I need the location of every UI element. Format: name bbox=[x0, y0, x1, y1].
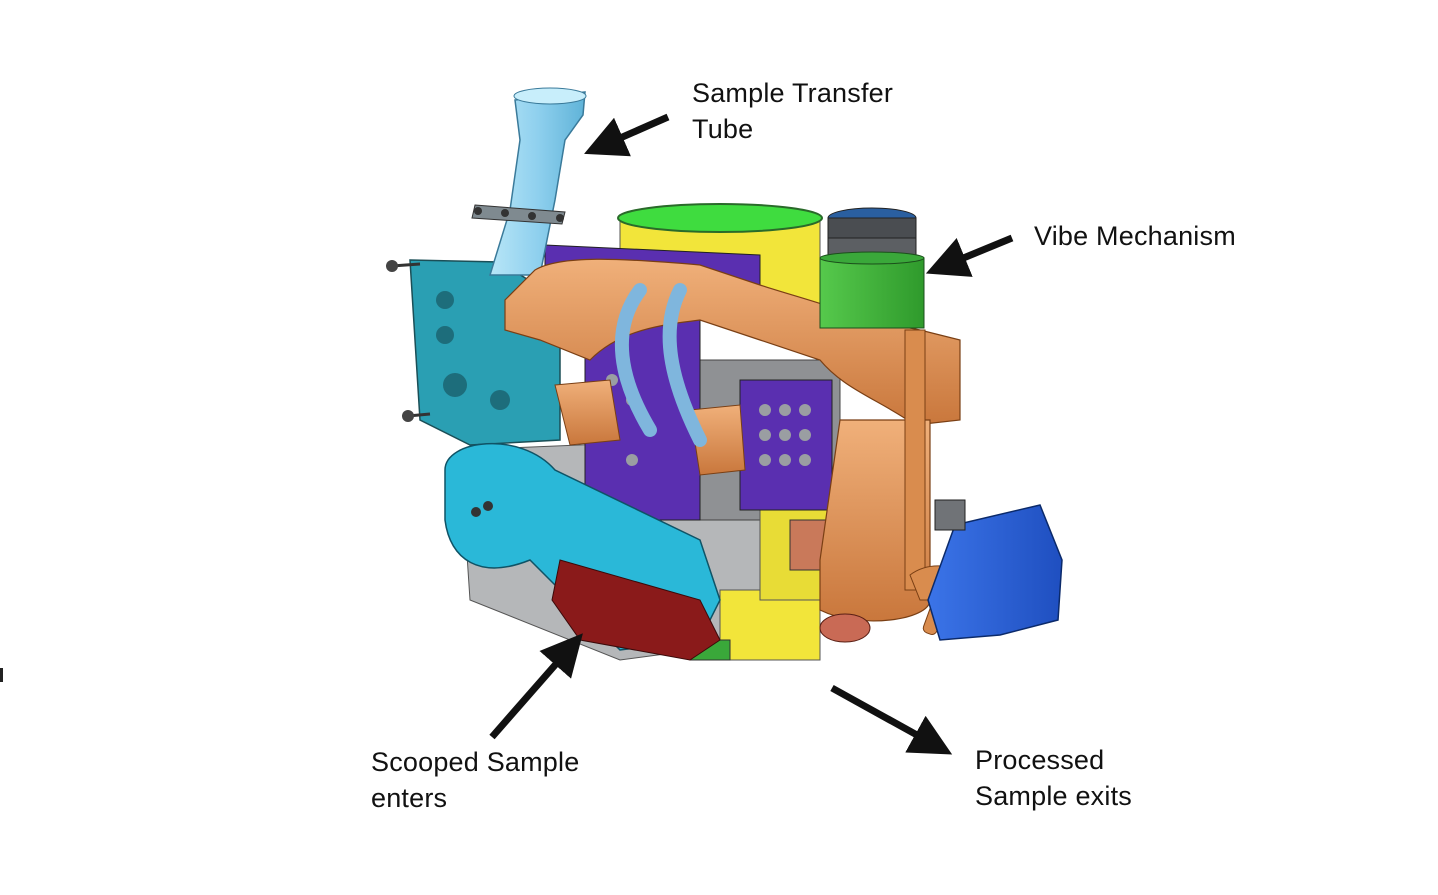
label-line: Vibe Mechanism bbox=[1034, 221, 1236, 251]
label-sample-transfer-tube: Sample Transfer Tube bbox=[692, 75, 893, 147]
label-line: Sample exits bbox=[975, 781, 1132, 811]
blue-motor bbox=[927, 499, 1063, 641]
callout-arrows bbox=[489, 113, 1014, 755]
label-vibe-mechanism: Vibe Mechanism bbox=[1034, 218, 1236, 254]
vibe-mechanism-part bbox=[819, 207, 925, 329]
label-line: Tube bbox=[692, 114, 754, 144]
copper-tubing bbox=[504, 258, 976, 643]
blue-flex-tubes bbox=[614, 283, 707, 447]
arrow-scooped-sample-enters bbox=[489, 633, 583, 740]
sample-transfer-tube-part bbox=[471, 87, 587, 276]
label-scooped-sample-enters: Scooped Sample enters bbox=[371, 744, 579, 816]
label-line: Processed bbox=[975, 745, 1105, 775]
arrow-processed-sample-exits bbox=[830, 684, 953, 755]
red-inlet bbox=[551, 559, 721, 661]
label-processed-sample-exits: Processed Sample exits bbox=[975, 742, 1132, 814]
edge-artifact bbox=[0, 668, 3, 682]
label-line: Scooped Sample bbox=[371, 747, 580, 777]
arrow-sample-transfer-tube bbox=[584, 113, 670, 157]
label-line: enters bbox=[371, 783, 448, 813]
label-line: Sample Transfer bbox=[692, 78, 894, 108]
arrow-vibe-mechanism bbox=[925, 234, 1014, 277]
